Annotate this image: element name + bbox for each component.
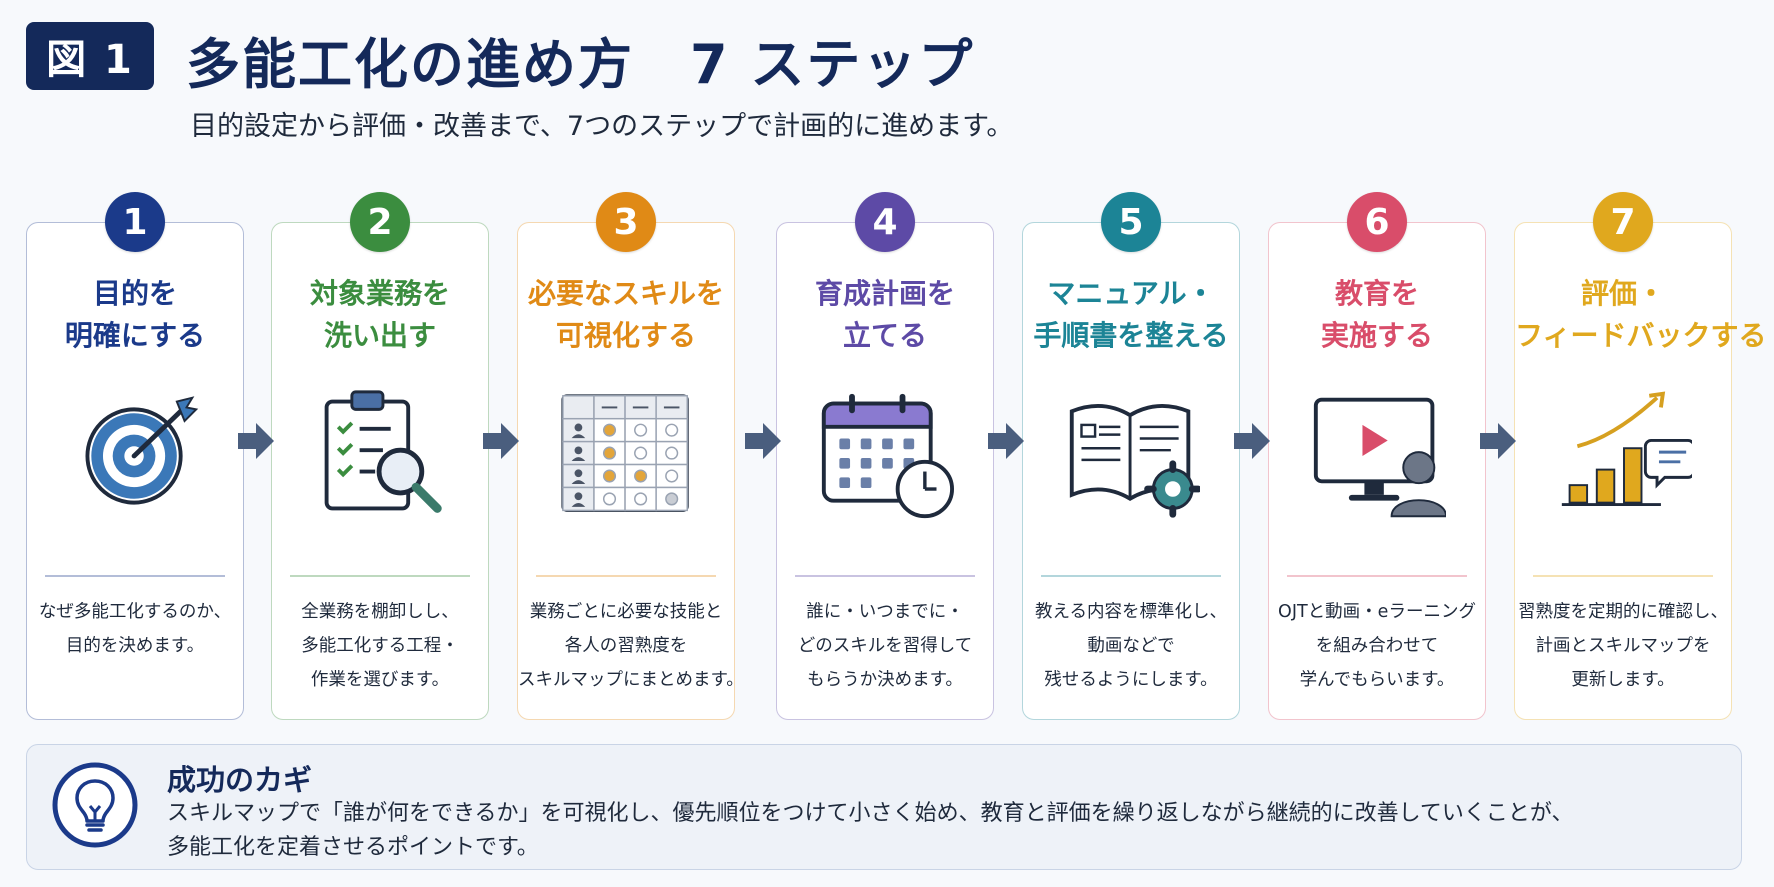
step-description-line: 目的を決めます。	[65, 636, 205, 656]
step-description-line: OJTと動画・eラーニング	[1278, 602, 1476, 622]
step-title-line: 教育を	[1334, 277, 1419, 310]
growth-feedback-icon	[1561, 391, 1692, 507]
step-title: 教育を実施する	[1269, 273, 1485, 357]
step-divider	[290, 575, 470, 577]
step-description-line: 動画などで	[1087, 636, 1175, 656]
step-number-badge: 3	[596, 192, 656, 252]
step-description: なぜ多能工化するのか、目的を決めます。	[27, 595, 243, 663]
step-title-line: フィードバックする	[1515, 319, 1767, 352]
step-description-line: 全業務を棚卸しし、	[301, 602, 459, 622]
step-title-line: 手順書を整える	[1033, 319, 1229, 352]
target-icon	[85, 396, 199, 505]
step-description-line: 学んでもらいます。	[1299, 670, 1455, 690]
step-description: 習熟度を定期的に確認し、計画とスキルマップを更新します。	[1515, 595, 1731, 697]
figure-label: 図 1	[26, 22, 154, 90]
step-title-line: 立てる	[842, 319, 927, 352]
step-title: マニュアル・手順書を整える	[1023, 273, 1239, 357]
step-title: 必要なスキルを可視化する	[518, 273, 734, 357]
clipboard-search-icon	[324, 390, 442, 513]
step-description-line: 更新します。	[1571, 670, 1675, 690]
success-key-line: スキルマップで「誰が何をできるか」を可視化し、優先順位をつけて小さく始め、教育と…	[167, 801, 1574, 826]
arrow-right-icon	[1234, 423, 1270, 459]
page-title: 多能工化の進め方 7 ステップ	[186, 33, 975, 96]
success-key-box: 成功のカギ スキルマップで「誰が何をできるか」を可視化し、優先順位をつけて小さく…	[26, 744, 1742, 870]
step-description-line: 業務ごとに必要な技能と	[529, 602, 723, 622]
step-divider	[1287, 575, 1467, 577]
step-number-badge: 6	[1347, 192, 1407, 252]
lightbulb-icon	[52, 762, 138, 848]
step-title-line: 対象業務を	[309, 277, 450, 310]
step-description-line: 習熟度を定期的に確認し、	[1518, 602, 1728, 622]
step-title-line: 必要なスキルを	[527, 277, 724, 310]
step-description-line: 各人の習熟度を	[564, 636, 688, 656]
step-description-line: を組み合わせて	[1315, 636, 1439, 656]
step-description-line: 多能工化する工程・	[301, 636, 459, 656]
step-title: 対象業務を洗い出す	[272, 273, 488, 357]
step-title-line: 目的を	[92, 277, 177, 310]
step-description: 全業務を棚卸しし、多能工化する工程・作業を選びます。	[272, 595, 488, 697]
step-description: 業務ごとに必要な技能と各人の習熟度をスキルマップにまとめます。	[518, 595, 744, 697]
arrow-right-icon	[1480, 423, 1516, 459]
success-key-line: 多能工化を定着させるポイントです。	[167, 835, 539, 860]
step-title: 目的を明確にする	[27, 273, 243, 357]
step-divider	[45, 575, 225, 577]
step-divider	[795, 575, 975, 577]
step-description: 誰に・いつまでに・どのスキルを習得してもらうか決めます。	[777, 595, 993, 697]
step-title: 育成計画を立てる	[777, 273, 993, 357]
step-title-line: 明確にする	[64, 319, 206, 352]
step-card: 教育を実施する OJTと動画・eラーニングを組み合わせて学んでもらいます。	[1268, 222, 1486, 720]
step-number-badge: 5	[1101, 192, 1161, 252]
step-number-badge: 2	[350, 192, 410, 252]
skill-map-icon	[561, 394, 689, 512]
video-training-icon	[1313, 397, 1446, 518]
step-divider	[1533, 575, 1713, 577]
step-title-line: 育成計画を	[814, 277, 955, 310]
calendar-clock-icon	[821, 393, 954, 519]
step-divider	[1041, 575, 1221, 577]
step-card: 必要なスキルを可視化する業務ごとに必要な技能と各人の習熟度をスキルマップにまとめ…	[517, 222, 744, 720]
success-key-text: スキルマップで「誰が何をできるか」を可視化し、優先順位をつけて小さく始め、教育と…	[167, 797, 1573, 865]
step-number-badge: 1	[105, 192, 165, 252]
step-card: 対象業務を洗い出す 全業務を棚卸しし、多能工化する工程・作業を選びます。	[271, 222, 489, 720]
step-card: 評価・フィードバックする 習熟度を定期的に確認し、計画とスキルマップを更新します…	[1514, 222, 1767, 720]
step-title-line: 可視化する	[555, 319, 696, 352]
step-description-line: 誰に・いつまでに・	[806, 602, 964, 622]
step-number-badge: 7	[1593, 192, 1653, 252]
page-subtitle: 目的設定から評価・改善まで、7つのステップで計画的に進めます。	[190, 111, 1014, 142]
step-description-line: なぜ多能工化するのか、	[38, 602, 232, 622]
step-description-line: どのスキルを習得して	[797, 636, 973, 656]
success-key-title: 成功のカギ	[167, 763, 313, 797]
step-title: 評価・フィードバックする	[1515, 273, 1767, 357]
step-title-line: 評価・	[1580, 277, 1665, 310]
step-number-badge: 4	[855, 192, 915, 252]
step-card: マニュアル・手順書を整える 教える内容を標準化し、動画などで残せるようにします。	[1022, 222, 1240, 720]
arrow-right-icon	[988, 423, 1024, 459]
step-card: 目的を明確にする なぜ多能工化するのか、目的を決めます。	[26, 222, 244, 720]
step-description-line: 計画とスキルマップを	[1535, 636, 1711, 656]
step-description: OJTと動画・eラーニングを組み合わせて学んでもらいます。	[1269, 595, 1485, 697]
step-description-line: もらうか決めます。	[807, 670, 963, 690]
step-description-line: 教える内容を標準化し、	[1035, 602, 1227, 622]
arrow-right-icon	[483, 423, 519, 459]
step-title-line: 実施する	[1320, 319, 1433, 352]
step-card: 育成計画を立てる 誰に・いつまでに・どのスキルを習得してもらうか決めます。	[776, 222, 994, 720]
step-description-line: 作業を選びます。	[310, 670, 450, 690]
step-description-line: 残せるようにします。	[1044, 670, 1218, 690]
step-description: 教える内容を標準化し、動画などで残せるようにします。	[1023, 595, 1239, 697]
step-divider	[536, 575, 716, 577]
arrow-right-icon	[745, 423, 781, 459]
step-title-line: マニュアル・	[1047, 277, 1215, 310]
arrow-right-icon	[238, 423, 274, 459]
step-title-line: 洗い出す	[323, 319, 436, 352]
step-description-line: スキルマップにまとめます。	[518, 670, 744, 690]
manual-gear-icon	[1069, 404, 1200, 518]
